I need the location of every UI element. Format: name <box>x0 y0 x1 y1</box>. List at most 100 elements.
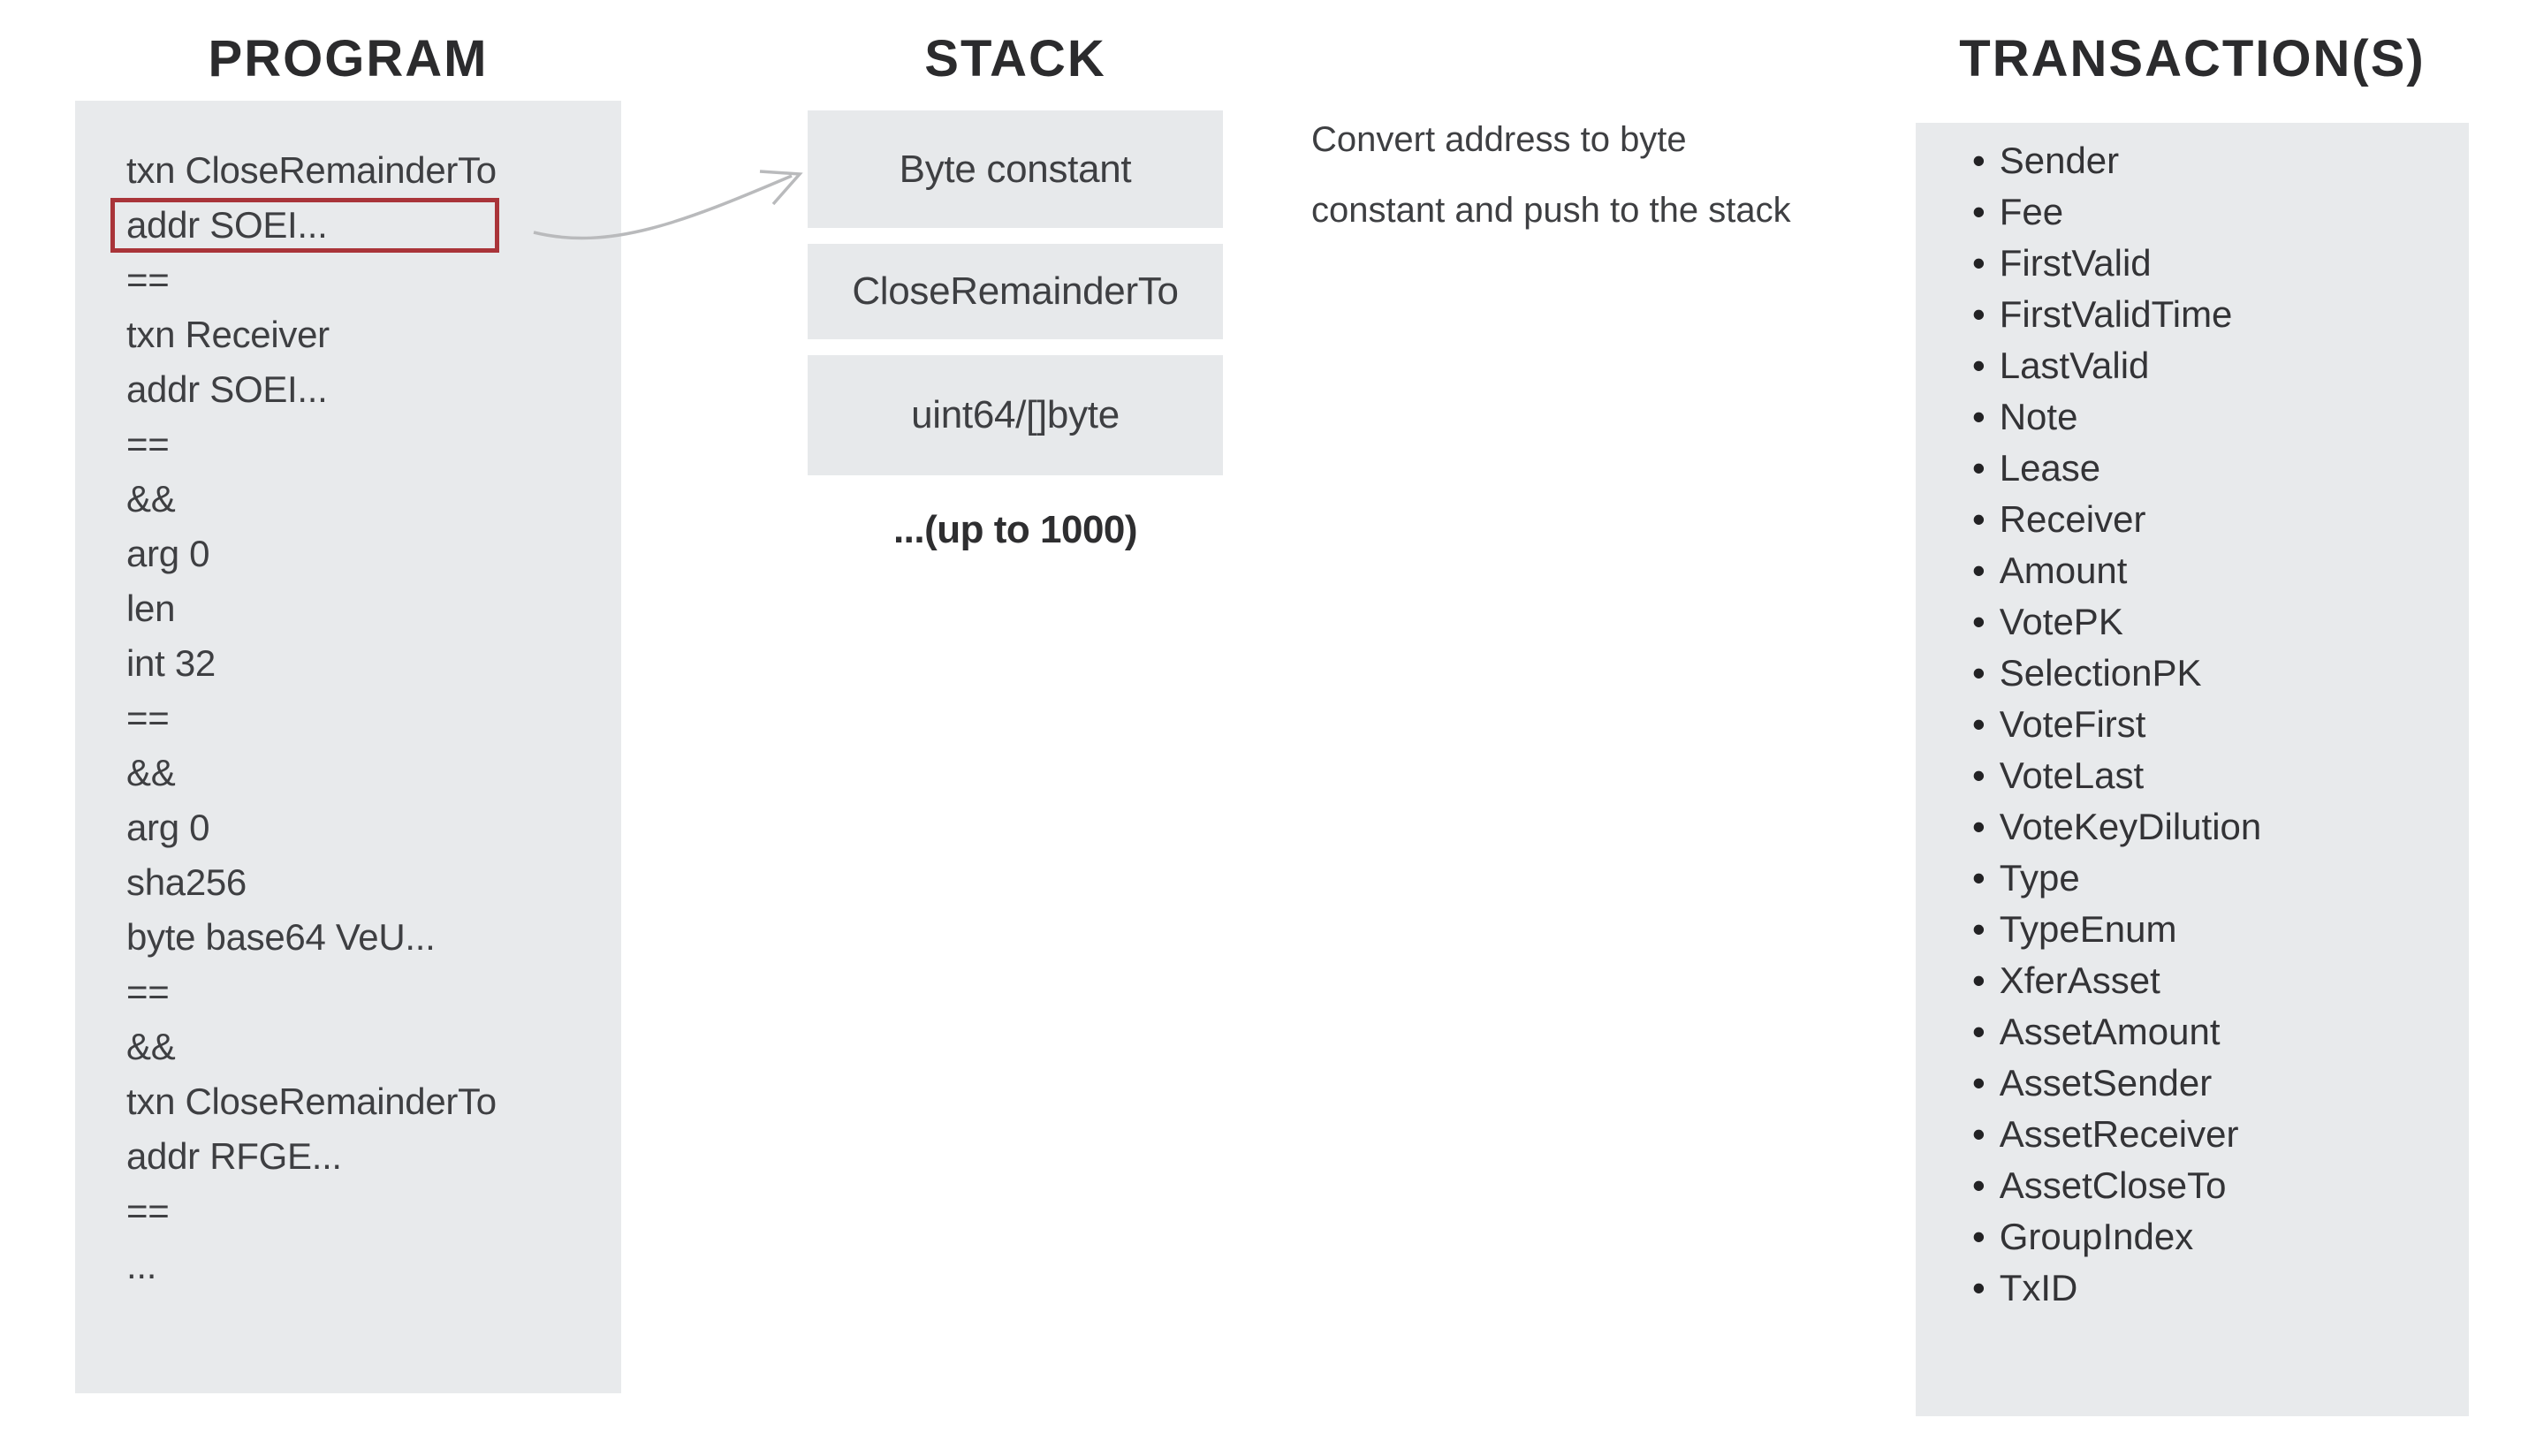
bullet-icon: • <box>1972 806 1986 847</box>
bullet-icon: • <box>1972 1062 1986 1103</box>
bullet-icon: • <box>1972 755 1986 796</box>
transaction-field-label: AssetReceiver <box>1999 1113 2239 1155</box>
transaction-field-item: • AssetAmount <box>1972 1006 2449 1058</box>
program-line: ... <box>126 1239 621 1293</box>
transaction-field-item: • Amount <box>1972 545 2449 596</box>
program-line: txn Receiver <box>126 307 621 362</box>
transaction-field-item: • FirstValid <box>1972 238 2449 289</box>
program-line: addr SOEI... <box>126 362 621 417</box>
program-line: byte base64 VeU... <box>126 910 621 965</box>
bullet-icon: • <box>1972 345 1986 386</box>
transaction-field-label: Note <box>1999 396 2078 437</box>
transaction-field-list: • Sender • Fee • FirstValid • FirstValid… <box>1972 135 2449 1314</box>
stack-slot-byte-constant: Byte constant <box>808 110 1223 228</box>
transactions-title: TRANSACTION(S) <box>1959 30 2426 87</box>
transaction-field-item: • FirstValidTime <box>1972 289 2449 340</box>
transaction-field-item: • SelectionPK <box>1972 648 2449 699</box>
bullet-icon: • <box>1972 601 1986 642</box>
program-line: sha256 <box>126 855 621 910</box>
program-title: PROGRAM <box>208 30 489 87</box>
bullet-icon: • <box>1972 140 1986 181</box>
transaction-field-item: • TxID <box>1972 1263 2449 1314</box>
transaction-field-label: VoteKeyDilution <box>1999 806 2262 847</box>
program-line-text: addr RFGE... <box>126 1135 342 1177</box>
bullet-icon: • <box>1972 550 1986 591</box>
program-line-text: == <box>126 697 170 739</box>
transaction-field-label: LastValid <box>1999 345 2150 386</box>
program-line-text: txn CloseRemainderTo <box>126 1081 497 1122</box>
program-line-text: int 32 <box>126 642 216 684</box>
transactions-panel <box>1916 123 2469 1416</box>
highlighted-instruction-box <box>110 198 499 253</box>
bullet-icon: • <box>1972 293 1986 335</box>
bullet-icon: • <box>1972 1011 1986 1052</box>
program-line-text: && <box>126 752 176 793</box>
program-line-text: == <box>126 423 170 465</box>
transaction-field-label: TypeEnum <box>1999 908 2177 950</box>
bullet-icon: • <box>1972 959 1986 1001</box>
program-line: txn CloseRemainderTo <box>126 1074 621 1129</box>
transaction-field-label: Sender <box>1999 140 2120 181</box>
bullet-icon: • <box>1972 1267 1986 1308</box>
program-line-text: txn CloseRemainderTo <box>126 149 497 191</box>
transaction-field-label: SelectionPK <box>1999 652 2202 694</box>
transaction-field-item: • LastValid <box>1972 340 2449 391</box>
program-line-text: ... <box>126 1245 157 1286</box>
transaction-field-label: Fee <box>1999 191 2064 232</box>
bullet-icon: • <box>1972 242 1986 284</box>
transaction-field-item: • VoteFirst <box>1972 699 2449 750</box>
program-line-text: addr SOEI... <box>126 204 328 246</box>
program-line: addr RFGE... <box>126 1129 621 1184</box>
transaction-field-item: • Sender <box>1972 135 2449 186</box>
program-line: == <box>126 965 621 1020</box>
bullet-icon: • <box>1972 498 1986 540</box>
bullet-icon: • <box>1972 1113 1986 1155</box>
program-line-text: == <box>126 971 170 1012</box>
program-line-text: arg 0 <box>126 533 210 574</box>
bullet-icon: • <box>1972 396 1986 437</box>
annotation-text: Convert address to byte constant and pus… <box>1311 104 1791 246</box>
annotation-line-1: Convert address to byte <box>1311 120 1687 159</box>
transaction-field-label: FirstValid <box>1999 242 2152 284</box>
bullet-icon: • <box>1972 908 1986 950</box>
program-line: arg 0 <box>126 527 621 581</box>
transaction-field-label: AssetAmount <box>1999 1011 2221 1052</box>
bullet-icon: • <box>1972 191 1986 232</box>
transaction-field-item: • VotePK <box>1972 596 2449 648</box>
transaction-field-item: • Type <box>1972 853 2449 904</box>
transaction-field-label: Amount <box>1999 550 2128 591</box>
transaction-field-item: • AssetSender <box>1972 1058 2449 1109</box>
arrowhead-icon <box>759 170 803 206</box>
stack-title: STACK <box>924 30 1106 87</box>
program-line-text: byte base64 VeU... <box>126 916 436 958</box>
transaction-field-label: Type <box>1999 857 2080 899</box>
program-line-text: == <box>126 1190 170 1232</box>
transaction-field-label: XferAsset <box>1999 959 2160 1001</box>
program-line-text: == <box>126 259 170 300</box>
program-line: && <box>126 1020 621 1074</box>
program-line: arg 0 <box>126 800 621 855</box>
transaction-field-item: • Receiver <box>1972 494 2449 545</box>
program-line-text: txn Receiver <box>126 314 330 355</box>
stack-slot-closeremainderto: CloseRemainderTo <box>808 244 1223 339</box>
transaction-field-label: VotePK <box>1999 601 2123 642</box>
program-line-text: && <box>126 1026 176 1067</box>
bullet-icon: • <box>1972 857 1986 899</box>
stack-capacity-note: ...(up to 1000) <box>892 508 1138 551</box>
program-line: int 32 <box>126 636 621 691</box>
transaction-field-label: VoteFirst <box>1999 703 2146 745</box>
transaction-field-item: • AssetReceiver <box>1972 1109 2449 1160</box>
program-line-text: addr SOEI... <box>126 368 328 410</box>
transaction-field-label: Lease <box>1999 447 2101 489</box>
transaction-field-item: • VoteLast <box>1972 750 2449 801</box>
program-line: == <box>126 417 621 472</box>
program-line: == <box>126 691 621 746</box>
program-line: addr SOEI... <box>126 198 621 253</box>
bullet-icon: • <box>1972 1216 1986 1257</box>
transaction-field-label: VoteLast <box>1999 755 2145 796</box>
transaction-field-label: FirstValidTime <box>1999 293 2233 335</box>
transaction-field-label: AssetCloseTo <box>1999 1164 2227 1206</box>
program-line: == <box>126 253 621 307</box>
transaction-field-label: TxID <box>1999 1267 2078 1308</box>
